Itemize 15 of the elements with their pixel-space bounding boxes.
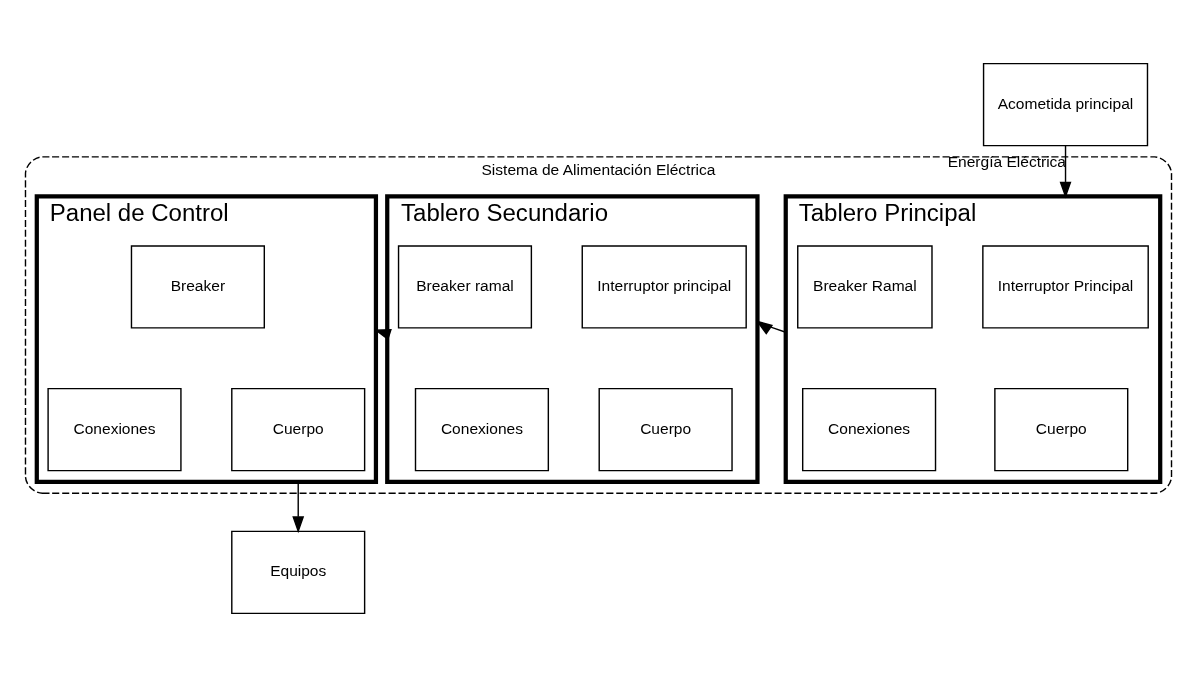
node-box: Cuerpo (598, 387, 733, 472)
node-box: Breaker (130, 245, 265, 329)
node-box: Conexiones (414, 387, 550, 472)
node-box: Interruptor principal (581, 245, 747, 329)
node-box: Conexiones (47, 387, 182, 472)
node-box: Conexiones (802, 387, 937, 472)
node-box: Breaker Ramal (797, 245, 933, 329)
node-box: Acometida principal (982, 62, 1149, 147)
node-box: Breaker ramal (397, 245, 533, 329)
arrow (1059, 145, 1072, 199)
arrow (292, 481, 305, 534)
node-box: Interruptor Principal (982, 245, 1149, 329)
node-box: Equipos (231, 530, 366, 615)
node-box: Cuerpo (231, 387, 366, 472)
node-box: Cuerpo (994, 387, 1129, 472)
